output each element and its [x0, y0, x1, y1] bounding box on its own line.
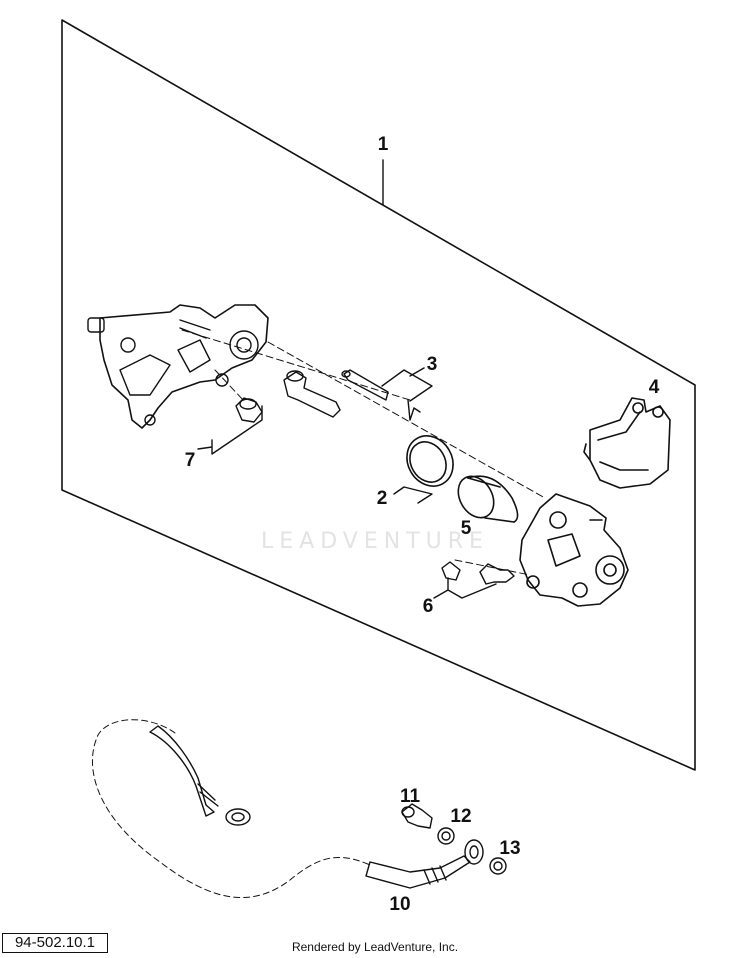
callout-4: 4	[649, 377, 660, 398]
hose-routing-dashed	[91, 719, 371, 899]
assembly-panel-outline	[61, 19, 696, 771]
callout-10: 10	[389, 894, 410, 915]
render-credit: Rendered by LeadVenture, Inc.	[291, 940, 459, 954]
caliper-bracket	[87, 304, 269, 429]
callout-13: 13	[499, 838, 520, 859]
callout-6: 6	[423, 596, 434, 617]
bracket-6	[433, 577, 497, 599]
hose-lower	[365, 839, 484, 889]
bracket-3	[381, 367, 433, 402]
part-7-plug	[235, 397, 263, 423]
bracket-2	[393, 486, 433, 504]
part-2-seal	[406, 435, 454, 487]
part-7-slide-pin	[283, 370, 341, 418]
watermark: LEADVENTURE	[261, 529, 489, 554]
part-4-pads	[583, 397, 671, 489]
callout-11: 11	[400, 786, 421, 807]
callout-5: 5	[461, 518, 472, 539]
part-5-piston	[457, 475, 519, 523]
bracket-7	[197, 405, 263, 455]
callout-7: 7	[185, 450, 196, 471]
part-6-bleeder	[441, 561, 515, 585]
part-11-banjo-bolt	[401, 803, 433, 829]
part-13-washer	[489, 857, 507, 875]
part-3-pin	[341, 369, 389, 401]
caliper-body	[519, 493, 629, 607]
callout-3: 3	[427, 354, 438, 375]
hose-upper	[149, 725, 251, 826]
callout-12: 12	[450, 806, 471, 827]
callout-1: 1	[378, 134, 389, 155]
callout-2: 2	[377, 488, 388, 509]
diagram-id-label: 94-502.10.1	[2, 933, 108, 953]
part-12-washer	[437, 827, 455, 845]
part-3-clip	[407, 399, 421, 421]
